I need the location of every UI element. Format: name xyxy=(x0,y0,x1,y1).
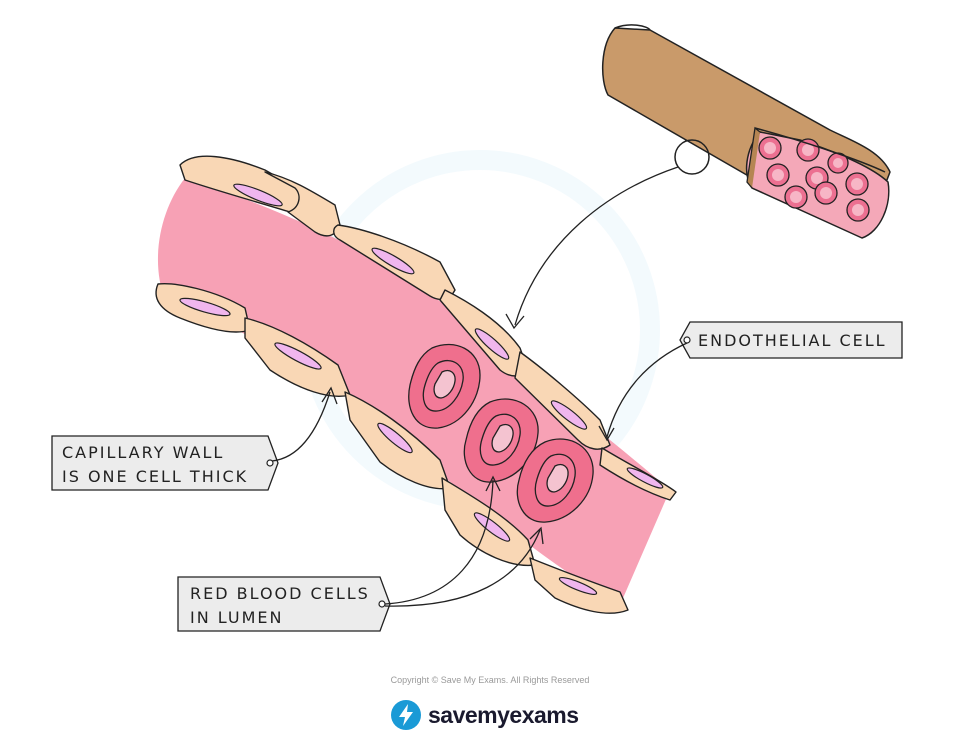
label-red-blood-cells: RED BLOOD CELLS IN LUMEN xyxy=(177,475,544,632)
copyright-text: Copyright © Save My Exams. All Rights Re… xyxy=(390,675,590,685)
label-endothelial-cell: ENDOTHELIAL CELL xyxy=(598,321,903,442)
zoom-arrow xyxy=(505,166,679,330)
red-blood-cell xyxy=(463,398,539,483)
capillary-wall-label-line2: IS ONE CELL THICK xyxy=(62,467,248,486)
red-blood-cell xyxy=(516,438,594,523)
rbc-label-line1: RED BLOOD CELLS xyxy=(190,584,370,603)
vessel-cutaway xyxy=(601,24,891,239)
endothelial-label-text: ENDOTHELIAL CELL xyxy=(698,331,887,350)
red-blood-cell xyxy=(408,343,481,429)
endothelial-cell xyxy=(264,171,341,237)
red-blood-cells xyxy=(408,343,594,523)
brand-name: savemyexams xyxy=(428,701,579,728)
rbc-label-line2: IN LUMEN xyxy=(190,608,283,627)
label-capillary-wall: CAPILLARY WALL IS ONE CELL THICK xyxy=(51,386,338,491)
lightning-bolt-icon xyxy=(391,700,421,730)
capillary xyxy=(155,155,677,614)
brand-logo: savemyexams xyxy=(390,698,579,732)
capillary-wall-label-line1: CAPILLARY WALL xyxy=(62,443,224,462)
zoom-circle xyxy=(674,139,710,175)
